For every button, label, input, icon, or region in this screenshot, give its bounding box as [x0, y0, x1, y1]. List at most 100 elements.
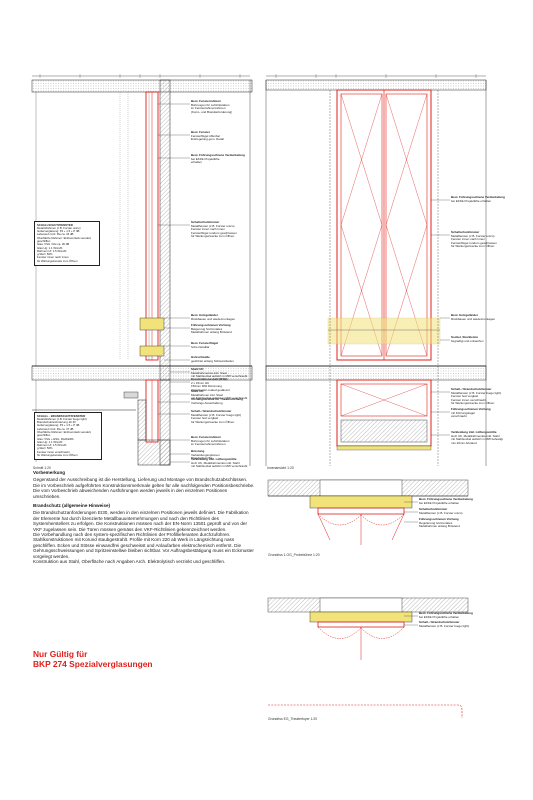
- annotation-line: Fenster fest verglast: [191, 416, 219, 421]
- spec-box-lines: Metall-Rahmen (z.B. Forster unico)Isolie…: [37, 226, 97, 263]
- annotation-line: im Fensterrahmenrahmen: [191, 442, 226, 447]
- annotation-line: für Wartungszwecke zum Öffnen: [451, 244, 495, 249]
- annotation-title: Brüstung: [191, 449, 205, 453]
- annotation-line: Verkleidungsoptionen: [191, 452, 220, 457]
- annotation-title: Sockel, Steckleiste: [451, 335, 479, 339]
- spec-line: für Wartungszwecke zum Öffnen: [37, 453, 78, 458]
- spec-line: Glas Ug: 1.1 W/m2K: [37, 439, 63, 444]
- notes-paragraph: Stahlkonstruktionen mit Korund staubgest…: [33, 537, 254, 559]
- annotation-title: Vorhangsbrücke für Theatervorhang: [191, 397, 243, 401]
- annotation-line: für Wartungszwecke zum Öffnen: [451, 401, 495, 406]
- spec-box-lines: Metall-Rahmen (z.B. Forster fuego light)…: [37, 417, 99, 458]
- caption-section: Schnitt 1:20: [33, 466, 51, 470]
- annotation-line: bei EKFE Projektlüfte erhalten: [419, 500, 460, 505]
- annotation-line: Fenster innen nach innen: [451, 237, 485, 242]
- annotation-title: Konstruktionsstahl (BSB): [191, 377, 228, 381]
- annotation-line: Fensterflügel rundum geschlossen: [191, 230, 237, 235]
- annotation-line: Rückbauen und wiedermontagen: [191, 316, 236, 321]
- spec-line: Glas: VSG / Rw ca. 36 dB: [37, 242, 70, 247]
- fire-protection-heading: Brandschutz (allgemeine Hinweise): [33, 503, 111, 509]
- annotation-line: gedichtet anlang Schwanzkeilen: [191, 358, 234, 363]
- soundproof-window-spec-box: SCHALLSCHUTZFENSTER Metall-Rahmen (z.B. …: [34, 221, 100, 266]
- spec-line: Fenster innen nach innen: [37, 255, 69, 260]
- annotation-line: Fenster innen verschraubt: [451, 397, 486, 402]
- spec-line: g-Wert: 50%: [37, 446, 53, 451]
- annotation-title: Best. Führungsschiene Verdunkelung: [191, 153, 245, 157]
- spec-box-title: SCHALL - BRANDSCHUTZFENSTER: [37, 413, 86, 418]
- annotation-line: hohe Detaillar: [191, 344, 210, 349]
- annotation-line: Fenster innen nach innen: [191, 227, 225, 232]
- annotation-line: verschraubt: [451, 414, 467, 419]
- annotation-line: (Korro- und Brandanforderung): [191, 109, 233, 114]
- annotation-title: Schall- / Brandschutzfenster: [451, 387, 492, 391]
- annotation-line: 2 x 15mm HK: [191, 380, 210, 385]
- floor-plan-og: [267, 479, 469, 545]
- notes-paragraph: Konstruktion aus Stahl, Oberfläche nach …: [33, 559, 226, 565]
- annotation-line: mit Stahlsockel aufsitzt in MW verschrau…: [191, 396, 248, 401]
- annotation-title: Best. Führungsschiene Verdunkelung: [419, 611, 473, 615]
- spec-line: Oberfläche Rahmen: Einbrennlack veredelt…: [37, 235, 92, 240]
- annotation-line: mit Stahlsockel aufsitzt in MW befestigt: [451, 437, 504, 442]
- annotation-line: min 20mm Abstand: [451, 440, 477, 445]
- annotation-line: Fensterflügel rundum geschlossen: [451, 240, 497, 245]
- fire-window-spec-box: SCHALL - BRANDSCHUTZFENSTER Metall-Rahme…: [34, 412, 102, 460]
- annotation-line: Metallfenster (z.B. Forster unico): [451, 233, 495, 238]
- spec-line: Laborwert Unit: Rw ca. 34 dB: [37, 232, 74, 237]
- spec-line: Isolierverglasung: P4 + 1.5 + P 4B: [37, 229, 80, 234]
- annotation-title: Best. Fensterflügel: [191, 341, 219, 345]
- spec-box-title: SCHALLSCHUTZFENSTER: [37, 222, 73, 227]
- annotation-line: bei EKFE Projektlüfte erhalten: [451, 198, 492, 203]
- spec-line: für Wartungszwecke zum Öffnen: [37, 258, 78, 263]
- annotation-line: Rückbauen und wiedermontagen: [451, 316, 496, 321]
- annotation-line: Metallfenster (z.B. Forster unico): [191, 223, 235, 228]
- validity-stamp: Nur Gültig für BKP 274 Spezialverglasung…: [33, 649, 152, 669]
- annotation-line: begradigt und entwerfen: [451, 338, 484, 343]
- caption-plan-eg: Grundriss EG_Theaterfoyer 1:20: [268, 717, 318, 721]
- spec-line: g-Wert: 50%: [37, 252, 53, 257]
- annotation-title: Schall- / Brandschutzfenster: [191, 409, 232, 413]
- annotation-line: Metallfenster (z.B. Forster fuego light): [419, 623, 470, 628]
- spec-line: Brandschutzanforderung: EI 30: [37, 420, 76, 425]
- spec-line: Rahmen Uf: 1.5 W/m2K: [37, 443, 67, 448]
- annotation-line: Brandschutz B1: [191, 456, 213, 461]
- annotation-line: Vorhänge Ausschaltung: [191, 400, 223, 405]
- annotation-line: Metallfenster (z.B. Forster fuego light): [451, 390, 502, 395]
- annotation-line: Metallrahmen inkl. Steel: [191, 392, 224, 397]
- annotation-line: für Wartungszwecke zum Öffnen: [191, 419, 235, 424]
- annotation-line: 150mm MW Dämmung: [191, 384, 222, 389]
- annotation-title: Verkleidung inkl. Lüftungsmittle: [191, 457, 237, 461]
- annotation-title: Stahl UK: [191, 389, 204, 393]
- caption-plan-og: Grundriss 1.OG_Probebühne 1:20: [268, 553, 320, 557]
- annotation-title: Schallschutzfenster: [191, 220, 220, 224]
- annotation-line: bei EKFE Projektlüfte erhalten: [419, 614, 460, 619]
- spec-line: Fenster innen verschraubt: [37, 449, 70, 454]
- annotation-line: Bohrungen für Luftzirkulation: [191, 102, 230, 107]
- notes-paragraph: Die Vorbehandlung nach den system-spezif…: [33, 532, 231, 538]
- notes-paragraph: Gegenstand der Ausschreibung ist die Her…: [33, 477, 255, 499]
- annotation-line: Metallrahmen anlang Brüstend: [419, 524, 460, 529]
- annotation-title: Best. Holzgeländer: [451, 313, 479, 317]
- annotation-title: Schallschutzfenster: [419, 507, 448, 511]
- spec-line: Glas Ug: 1.1 W/m2K: [37, 245, 63, 250]
- notes-heading: Vorbemerkung: [33, 470, 66, 475]
